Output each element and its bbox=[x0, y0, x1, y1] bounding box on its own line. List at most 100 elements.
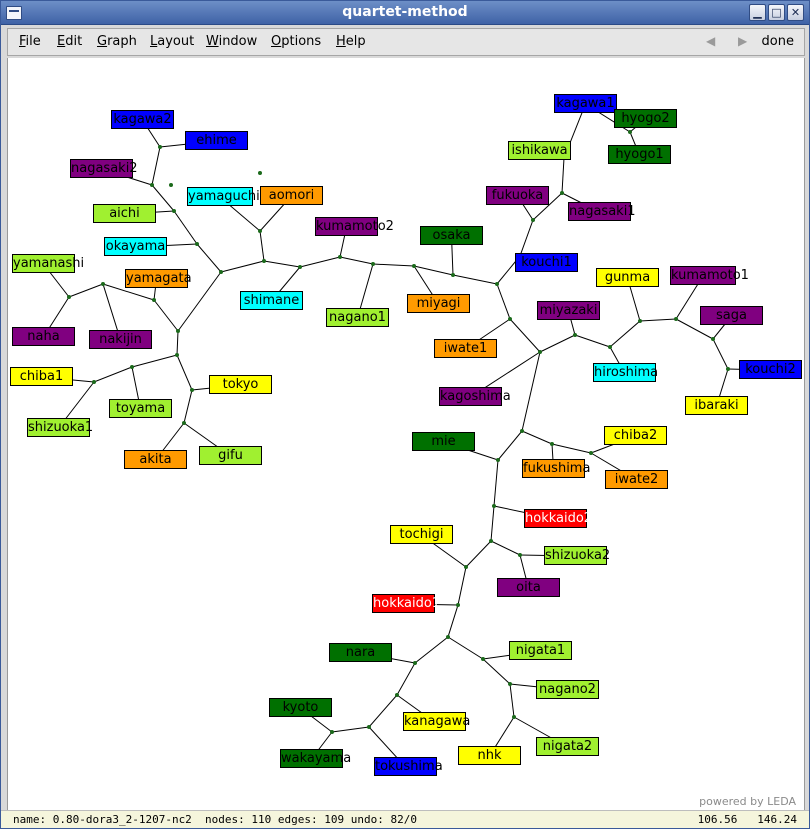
graph-vertex[interactable] bbox=[67, 295, 71, 299]
node-gifu[interactable]: gifu bbox=[199, 446, 262, 465]
graph-vertex[interactable] bbox=[338, 255, 342, 259]
menu-edit[interactable]: Edit bbox=[57, 34, 82, 49]
graph-vertex[interactable] bbox=[371, 262, 375, 266]
graph-vertex[interactable] bbox=[262, 259, 266, 263]
graph-vertex[interactable] bbox=[258, 171, 262, 175]
node-kumamoto2[interactable]: kumamoto2 bbox=[315, 217, 394, 236]
node-ishikawa[interactable]: ishikawa bbox=[508, 141, 571, 160]
graph-vertex[interactable] bbox=[550, 442, 554, 446]
graph-vertex[interactable] bbox=[489, 539, 493, 543]
node-kyoto[interactable]: kyoto bbox=[269, 698, 332, 717]
node-iwate2[interactable]: iwate2 bbox=[605, 470, 668, 489]
node-kanagawa[interactable]: kanagawa bbox=[403, 712, 471, 731]
node-nagano1[interactable]: nagano1 bbox=[326, 308, 389, 327]
graph-vertex[interactable] bbox=[508, 682, 512, 686]
graph-vertex[interactable] bbox=[101, 282, 105, 286]
graph-vertex[interactable] bbox=[395, 693, 399, 697]
menu-help[interactable]: Help bbox=[336, 34, 366, 49]
graph-vertex[interactable] bbox=[674, 317, 678, 321]
graph-vertex[interactable] bbox=[464, 565, 468, 569]
node-tochigi[interactable]: tochigi bbox=[390, 525, 453, 544]
graph-vertex[interactable] bbox=[219, 270, 223, 274]
node-tokyo[interactable]: tokyo bbox=[209, 375, 272, 394]
graph-vertex[interactable] bbox=[152, 298, 156, 302]
graph-vertex[interactable] bbox=[495, 282, 499, 286]
graph-vertex[interactable] bbox=[496, 458, 500, 462]
graph-vertex[interactable] bbox=[330, 730, 334, 734]
back-arrow-icon[interactable]: ◀ bbox=[706, 34, 716, 48]
node-kagawa2[interactable]: kagawa2 bbox=[111, 110, 174, 129]
node-toyama[interactable]: toyama bbox=[109, 399, 172, 418]
graph-vertex[interactable] bbox=[367, 725, 371, 729]
node-ibaraki[interactable]: ibaraki bbox=[685, 396, 748, 415]
close-button[interactable]: ✕ bbox=[787, 4, 804, 21]
graph-vertex[interactable] bbox=[150, 183, 154, 187]
graph-vertex[interactable] bbox=[92, 380, 96, 384]
graph-vertex[interactable] bbox=[195, 242, 199, 246]
node-kagawa1[interactable]: kagawa1 bbox=[554, 94, 617, 113]
graph-vertex[interactable] bbox=[481, 657, 485, 661]
node-miyazaki[interactable]: miyazaki bbox=[537, 301, 600, 320]
graph-vertex[interactable] bbox=[446, 635, 450, 639]
graph-vertex[interactable] bbox=[176, 329, 180, 333]
node-yamagata[interactable]: yamagata bbox=[125, 269, 192, 288]
node-nara[interactable]: nara bbox=[329, 643, 392, 662]
graph-vertex[interactable] bbox=[451, 273, 455, 277]
window-menu-icon[interactable] bbox=[6, 6, 22, 20]
node-oita[interactable]: oita bbox=[497, 578, 560, 597]
graph-vertex[interactable] bbox=[589, 451, 593, 455]
graph-vertex[interactable] bbox=[130, 365, 134, 369]
graph-vertex[interactable] bbox=[726, 367, 730, 371]
node-gunma[interactable]: gunma bbox=[596, 268, 659, 287]
node-ehime[interactable]: ehime bbox=[185, 131, 248, 150]
node-nagasaki1[interactable]: nagasaki1 bbox=[568, 202, 636, 221]
node-osaka[interactable]: osaka bbox=[420, 226, 483, 245]
node-nagasaki2[interactable]: nagasaki2 bbox=[70, 159, 138, 178]
node-saga[interactable]: saga bbox=[700, 306, 763, 325]
graph-vertex[interactable] bbox=[169, 183, 173, 187]
graph-vertex[interactable] bbox=[175, 353, 179, 357]
graph-vertex[interactable] bbox=[518, 553, 522, 557]
node-yamaguchi[interactable]: yamaguchi bbox=[187, 187, 260, 206]
graph-vertex[interactable] bbox=[190, 388, 194, 392]
node-kouchi2[interactable]: kouchi2 bbox=[739, 360, 802, 379]
graph-vertex[interactable] bbox=[508, 317, 512, 321]
node-nhk[interactable]: nhk bbox=[458, 746, 521, 765]
node-iwate1[interactable]: iwate1 bbox=[434, 339, 497, 358]
node-miyagi[interactable]: miyagi bbox=[407, 294, 470, 313]
node-shimane[interactable]: shimane bbox=[240, 291, 303, 310]
done-button[interactable]: done bbox=[761, 34, 794, 49]
graph-vertex[interactable] bbox=[638, 319, 642, 323]
node-shizuoka1[interactable]: shizuoka1 bbox=[27, 418, 94, 437]
node-akita[interactable]: akita bbox=[124, 450, 187, 469]
menu-options[interactable]: Options bbox=[271, 34, 321, 49]
node-chiba1[interactable]: chiba1 bbox=[10, 367, 73, 386]
graph-vertex[interactable] bbox=[413, 661, 417, 665]
graph-vertex[interactable] bbox=[573, 333, 577, 337]
node-kouchi1[interactable]: kouchi1 bbox=[515, 253, 578, 272]
node-kumamoto1[interactable]: kumamoto1 bbox=[670, 266, 749, 285]
menu-graph[interactable]: Graph bbox=[97, 34, 137, 49]
node-fukushima[interactable]: fukushima bbox=[522, 459, 591, 478]
node-hokkaido2[interactable]: hokkaido2 bbox=[524, 509, 593, 528]
node-hyogo2[interactable]: hyogo2 bbox=[614, 109, 677, 128]
graph-vertex[interactable] bbox=[182, 421, 186, 425]
graph-vertex[interactable] bbox=[538, 350, 542, 354]
node-aomori[interactable]: aomori bbox=[260, 186, 323, 205]
node-naha[interactable]: naha bbox=[12, 327, 75, 346]
graph-vertex[interactable] bbox=[492, 504, 496, 508]
node-hokkaido1[interactable]: hokkaido1 bbox=[372, 594, 441, 613]
graph-vertex[interactable] bbox=[628, 130, 632, 134]
node-fukuoka[interactable]: fukuoka bbox=[486, 186, 549, 205]
title-bar[interactable]: quartet-method ▁ □ ✕ bbox=[1, 1, 809, 25]
node-nigata1[interactable]: nigata1 bbox=[509, 641, 572, 660]
graph-vertex[interactable] bbox=[456, 603, 460, 607]
graph-vertex[interactable] bbox=[560, 191, 564, 195]
menu-file[interactable]: File bbox=[19, 34, 41, 49]
node-shizuoka2[interactable]: shizuoka2 bbox=[544, 546, 611, 565]
node-tokushima[interactable]: tokushima bbox=[374, 757, 443, 776]
forward-arrow-icon[interactable]: ▶ bbox=[738, 34, 748, 48]
graph-vertex[interactable] bbox=[608, 345, 612, 349]
node-hiroshima[interactable]: hiroshima bbox=[593, 363, 659, 382]
